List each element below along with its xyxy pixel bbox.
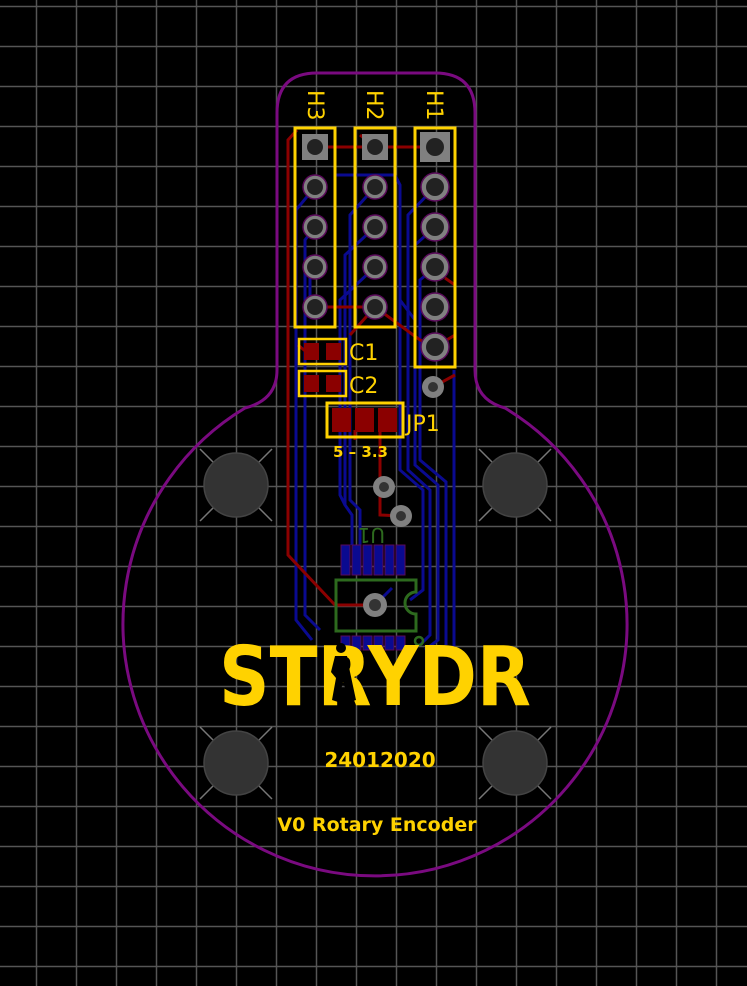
header-h1[interactable]: H1 — [413, 90, 457, 369]
h3-pins — [302, 174, 328, 320]
mounting-hole-br — [478, 726, 552, 800]
jp1-caption: 5 – 3.3 — [333, 443, 388, 461]
h3-label: H3 — [302, 90, 327, 121]
mounting-hole-tl — [199, 448, 273, 522]
capacitor-c1[interactable]: C1 — [297, 337, 378, 366]
u1-label: U1 — [358, 523, 385, 547]
ic-pads-bottom — [340, 635, 406, 651]
vias — [373, 376, 444, 527]
h2-label: H2 — [361, 90, 386, 121]
capacitor-c2[interactable]: C2 — [297, 369, 378, 399]
pin1-marker — [413, 635, 425, 647]
jp1-label: JP1 — [404, 412, 440, 437]
jumper-jp1[interactable]: JP1 5 – 3.3 — [325, 401, 440, 461]
header-h2[interactable]: H2 — [353, 90, 397, 329]
c1-label: C1 — [349, 341, 378, 366]
ic-outline — [334, 578, 418, 633]
walker-icon — [331, 643, 356, 702]
h1-label: H1 — [421, 90, 446, 121]
header-h3[interactable]: H3 — [293, 90, 337, 329]
mounting-hole-tr — [478, 448, 552, 522]
h1-pins — [420, 172, 450, 362]
board-outline — [121, 71, 629, 878]
ic-u1[interactable]: U1 — [334, 523, 425, 651]
mounting-holes — [199, 448, 552, 800]
c2-label: C2 — [349, 374, 378, 399]
ic-pads-top — [340, 544, 406, 576]
strydr-logo: STRYDR — [219, 630, 531, 725]
mounting-hole-bl — [199, 726, 273, 800]
board-title: V0 Rotary Encoder — [277, 814, 477, 836]
h2-pins — [362, 174, 388, 320]
date-label: 24012020 — [324, 748, 435, 772]
